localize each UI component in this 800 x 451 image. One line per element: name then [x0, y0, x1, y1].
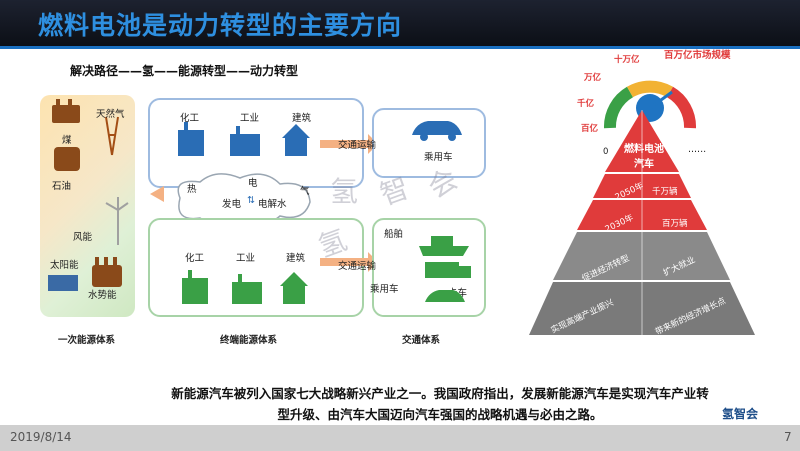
- top-building-label: 建筑: [292, 113, 312, 124]
- pyramid-1m-label: 百万辆: [662, 219, 688, 229]
- wind-turbine-icon: [105, 197, 129, 245]
- terminal-top-icons: [178, 122, 310, 156]
- gauge-tick-10k-billion: 万亿: [584, 73, 602, 83]
- gauge-tick-100k-billion: 十万亿: [614, 55, 640, 65]
- gauge-tick-10-billion: 百亿: [581, 124, 599, 134]
- page-title: 燃料电池是动力转型的主要方向: [38, 11, 403, 40]
- transport-system-label: 交通体系: [402, 335, 441, 346]
- gas-label: 气: [300, 186, 310, 197]
- watermark-1: 氢: [330, 175, 359, 208]
- page-number: 7: [784, 430, 792, 444]
- footer-date: 2019/8/14: [10, 430, 72, 444]
- factory-chemical-icon: [178, 122, 204, 156]
- title-bar: 燃料电池是动力转型的主要方向: [0, 0, 800, 46]
- energy-gas-label: 天然气: [96, 109, 125, 120]
- caption-line-2: 型升级、由汽车大国迈向汽车强国的战略机遇与必由之路。: [277, 407, 603, 422]
- car-top-icon: [412, 121, 462, 141]
- gauge-dots: ......: [688, 144, 707, 155]
- primary-energy-label: 一次能源体系: [58, 335, 116, 346]
- footer-bar: [0, 425, 800, 451]
- caption-line-1: 新能源汽车被列入国家七大战略新兴产业之一。我国政府指出，发展新能源汽车是实现汽车…: [171, 386, 709, 401]
- flow-arrows-icon: ⇅: [247, 195, 255, 206]
- electrolysis-label: 电解水: [258, 199, 287, 210]
- ship-icon: [419, 236, 469, 256]
- bottom-chemical-label: 化工: [185, 253, 205, 264]
- heat-label: 热: [187, 184, 197, 195]
- title-underline: [0, 46, 800, 49]
- bottom-car-label: 乘用车: [370, 284, 399, 295]
- ship-label: 船舶: [384, 229, 404, 240]
- terminal-bottom-icons: [182, 270, 308, 304]
- oil-barrel-icon: [54, 147, 80, 171]
- transport-bottom-label: 交通运输: [338, 261, 377, 272]
- building-green-icon: [280, 272, 308, 304]
- subtitle: 解决路径——氢——能源转型——动力转型: [70, 64, 299, 78]
- truck-icon: [425, 262, 471, 278]
- top-industry-label: 工业: [240, 113, 260, 124]
- caption: 新能源汽车被列入国家七大战略新兴产业之一。我国政府指出，发展新能源汽车是实现汽车…: [100, 383, 780, 425]
- energy-solar-label: 太阳能: [50, 260, 79, 271]
- power-generation-label: 发电: [222, 199, 242, 210]
- bottom-building-label: 建筑: [286, 253, 306, 264]
- pyramid: [529, 110, 755, 335]
- transport-bottom-icons: [419, 236, 471, 302]
- energy-wind-label: 风能: [73, 232, 93, 243]
- car-bottom-icon: [425, 290, 465, 302]
- terminal-energy-label: 终端能源体系: [220, 335, 278, 346]
- gauge-tick-zero: 0: [603, 147, 609, 157]
- factory-industry-icon: [230, 126, 260, 156]
- transport-connectors: [320, 134, 378, 272]
- pyramid-top-label: 燃料电池汽车: [624, 144, 664, 170]
- factory-industry-green-icon: [232, 274, 262, 304]
- hydro-dam-icon: [92, 257, 122, 287]
- pyramid-10m-label: 千万辆: [652, 187, 678, 197]
- energy-oil-label: 石油: [52, 181, 72, 192]
- bottom-industry-label: 工业: [236, 253, 256, 264]
- energy-hydro-label: 水势能: [88, 290, 117, 301]
- transport-top-label: 交通运输: [338, 140, 377, 151]
- energy-coal-label: 煤: [62, 135, 72, 146]
- transport-top-box: [372, 108, 486, 178]
- building-icon: [282, 124, 310, 156]
- gauge-title: 百万亿市场规模: [664, 50, 731, 61]
- gas-tower-icon: [105, 116, 119, 156]
- footer-logo: 氢智会: [722, 407, 759, 421]
- gauge-tick-1k-billion: 千亿: [577, 99, 595, 109]
- factory-chemical-green-icon: [182, 270, 208, 304]
- solar-panel-icon: [48, 275, 78, 291]
- coal-mine-icon: [52, 99, 80, 123]
- passenger-car-label: 乘用车: [424, 152, 453, 163]
- electricity-label: 电: [248, 178, 258, 189]
- primary-energy-icons: [48, 99, 129, 291]
- top-chemical-label: 化工: [180, 113, 200, 124]
- market-gauge: [604, 80, 696, 129]
